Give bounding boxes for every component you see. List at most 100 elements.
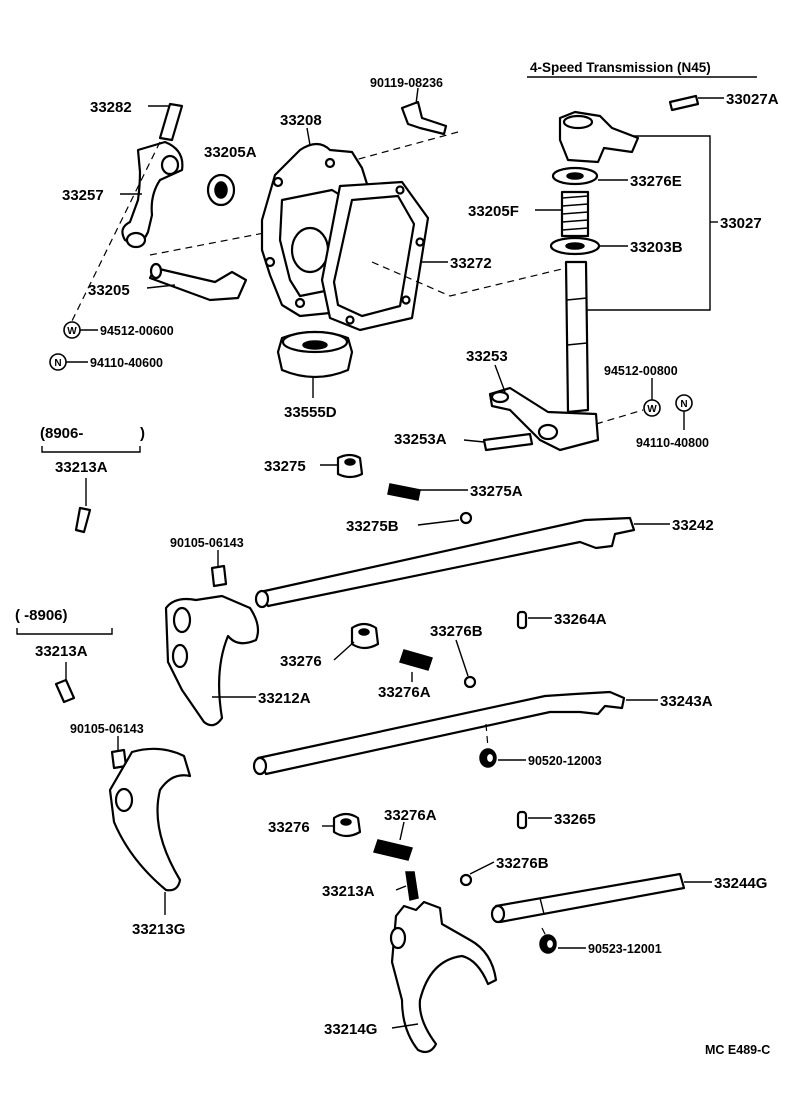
leader-33214G xyxy=(391,1023,419,1029)
dash-gasket-shaft xyxy=(371,261,567,297)
label-8906-paren-close: ) xyxy=(140,425,145,442)
leader-33253A xyxy=(463,439,485,443)
leader-33213A-3 xyxy=(395,885,407,891)
shift-fork-shaft-33242 xyxy=(254,516,636,609)
label-90119-08236: 90119-08236 xyxy=(370,76,443,90)
pin-33264A xyxy=(516,610,528,630)
seal-33205A xyxy=(206,173,236,207)
diagram-title: 4-Speed Transmission (N45) xyxy=(530,60,711,75)
svg-text:W: W xyxy=(647,404,657,415)
label-33282: 33282 xyxy=(90,99,132,116)
leader-33275B xyxy=(417,519,460,526)
ball-33276B-1 xyxy=(463,675,477,689)
pin-33282 xyxy=(158,102,184,142)
spring-33205F xyxy=(560,190,590,238)
label-33276A-2: 33276A xyxy=(384,807,437,824)
shaft-33027 xyxy=(564,260,590,414)
leader-33208 xyxy=(306,127,311,146)
nut-94110-40600: N xyxy=(49,353,67,371)
dash-snap-ring xyxy=(485,723,489,749)
bracket-33027 xyxy=(585,135,711,311)
bracket-8906-from xyxy=(41,446,141,453)
diagram-code: MC E489-C xyxy=(705,1043,770,1057)
dash-lever-washer-right xyxy=(595,409,644,425)
label-33276-1: 33276 xyxy=(280,653,322,670)
leader-33276-1 xyxy=(333,641,355,661)
label-33276E: 33276E xyxy=(630,173,682,190)
leader-33276B-2 xyxy=(469,861,495,875)
shift-fork-shaft-33244G xyxy=(490,872,686,924)
label-33265: 33265 xyxy=(554,811,596,828)
bracket-8906-to xyxy=(16,628,113,635)
label-33264A: 33264A xyxy=(554,611,607,628)
svg-text:N: N xyxy=(680,399,687,410)
lever-head-33027 xyxy=(558,110,640,164)
label-33257: 33257 xyxy=(62,187,104,204)
label-33205A: 33205A xyxy=(204,144,257,161)
label-33208: 33208 xyxy=(280,112,322,129)
label-33214G: 33214G xyxy=(324,1021,377,1038)
bolt-90119-08236 xyxy=(400,100,448,136)
pin-33027A xyxy=(668,94,700,112)
label-33213A-3: 33213A xyxy=(322,883,375,900)
spring-33275A xyxy=(387,483,421,501)
label-33243A: 33243A xyxy=(660,693,713,710)
retainer-33555D xyxy=(276,330,354,379)
spring-33276A-1 xyxy=(399,649,433,671)
svg-text:W: W xyxy=(67,326,77,337)
label-33242: 33242 xyxy=(672,517,714,534)
leader-33276A-2 xyxy=(399,821,405,841)
leader-90119-08236 xyxy=(415,87,419,105)
shift-lever-33257 xyxy=(121,140,184,249)
shaft-33205 xyxy=(148,262,248,302)
bolt-90105-06143-1 xyxy=(210,564,228,588)
ball-33276B-2 xyxy=(459,873,473,887)
label-33213G: 33213G xyxy=(132,921,185,938)
dash-bolt-housing xyxy=(354,131,459,161)
label-8906-from: (8906- xyxy=(40,425,83,442)
leader-33276B-1 xyxy=(455,639,469,677)
plug-33276-2 xyxy=(332,812,362,838)
label-33244G: 33244G xyxy=(714,875,767,892)
label-33555D: 33555D xyxy=(284,404,337,421)
label-33213A-1: 33213A xyxy=(55,459,108,476)
leader-33253 xyxy=(494,364,506,393)
label-33027A: 33027A xyxy=(726,91,779,108)
label-33276-2: 33276 xyxy=(268,819,310,836)
pin-33213A-1 xyxy=(74,506,92,534)
seal-33203B xyxy=(549,236,601,256)
label-33205: 33205 xyxy=(88,282,130,299)
label-90105-06143-1: 90105-06143 xyxy=(170,536,244,550)
shift-fork-33212A xyxy=(164,594,260,727)
snap-ring-90520-12003 xyxy=(479,748,497,768)
pin-33265 xyxy=(516,810,528,830)
label-33275A: 33275A xyxy=(470,483,523,500)
label-33213A-2: 33213A xyxy=(35,643,88,660)
bolt-33253A xyxy=(482,432,534,452)
spring-33276A-2 xyxy=(373,839,413,861)
label-33205F: 33205F xyxy=(468,203,519,220)
label-94110-40800: 94110-40800 xyxy=(636,436,709,450)
label-94512-00800: 94512-00800 xyxy=(604,364,678,378)
plug-33275 xyxy=(336,453,364,479)
label-33275: 33275 xyxy=(264,458,306,475)
label-33272: 33272 xyxy=(450,255,492,272)
label-33212A: 33212A xyxy=(258,690,311,707)
label-33276B-2: 33276B xyxy=(496,855,549,872)
snap-ring-90523-12001 xyxy=(539,934,557,954)
label-33276A-1: 33276A xyxy=(378,684,431,701)
pin-33213A-2 xyxy=(54,678,76,704)
lever-33253 xyxy=(488,386,600,452)
label-33276B-1: 33276B xyxy=(430,623,483,640)
washer-33276E xyxy=(551,166,599,186)
nut-94110-40800: N xyxy=(675,394,693,412)
label-33203B: 33203B xyxy=(630,239,683,256)
label-90105-06143-2: 90105-06143 xyxy=(70,722,144,736)
svg-text:N: N xyxy=(54,358,61,369)
label-94512-00600: 94512-00600 xyxy=(100,324,174,338)
label-90523-12001: 90523-12001 xyxy=(588,942,662,956)
shift-fork-33214G xyxy=(389,900,498,1054)
label-33275B: 33275B xyxy=(346,518,399,535)
leader-33205 xyxy=(146,284,176,289)
